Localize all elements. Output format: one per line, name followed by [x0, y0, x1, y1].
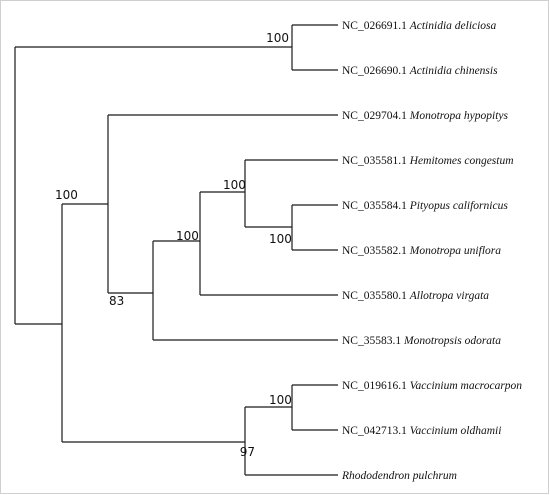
accession: NC_035584.1 [342, 200, 407, 212]
support-pityopus-monotropa: 100 [269, 232, 292, 246]
tip-label: NC_029704.1 Monotropa hypopitys [342, 110, 509, 122]
tip-label: NC_019616.1 Vaccinium macrocarpon [342, 380, 522, 392]
tip-label: NC_35583.1 Monotropsis odorata [342, 335, 501, 347]
accession: NC_042713.1 [342, 425, 407, 437]
species-name: Rhododendron pulchrum [341, 470, 457, 482]
tree-branches [14, 24, 338, 476]
tip-label: NC_035581.1 Hemitomes congestum [342, 155, 514, 167]
tip-labels: NC_026691.1 Actinidia deliciosa NC_02669… [341, 20, 522, 482]
support-values: 100 100 83 100 100 100 100 97 [55, 31, 292, 459]
accession: NC_035581.1 [342, 155, 407, 167]
support-clade-b: 100 [176, 229, 199, 243]
accession: NC_35583.1 [342, 335, 401, 347]
species-name: Hemitomes congestum [409, 155, 514, 167]
species-name: Monotropa hypopitys [409, 110, 509, 122]
tip-label: NC_026691.1 Actinidia deliciosa [342, 20, 497, 32]
species-name: Pityopus californicus [409, 200, 509, 212]
accession: NC_026691.1 [342, 20, 407, 32]
tip-label: NC_026690.1 Actinidia chinensis [342, 65, 498, 77]
support-vaccinium: 100 [269, 393, 292, 407]
species-name: Monotropsis odorata [403, 335, 501, 347]
tip-label: NC_035580.1 Allotropa virgata [342, 290, 489, 302]
species-name: Actinidia deliciosa [409, 20, 497, 32]
accession: NC_026690.1 [342, 65, 407, 77]
accession: NC_035582.1 [342, 245, 407, 257]
species-name: Allotropa virgata [409, 290, 490, 302]
accession: NC_035580.1 [342, 290, 407, 302]
species-name: Monotropa uniflora [409, 245, 502, 257]
support-clade-a: 83 [109, 294, 124, 308]
accession: NC_029704.1 [342, 110, 407, 122]
support-ericaceae-b: 97 [240, 445, 255, 459]
species-name: Vaccinium macrocarpon [410, 380, 523, 392]
tip-label: Rhododendron pulchrum [341, 470, 457, 482]
tip-label: NC_035584.1 Pityopus californicus [342, 200, 508, 212]
species-name: Vaccinium oldhamii [410, 425, 502, 437]
tip-label: NC_042713.1 Vaccinium oldhamii [342, 425, 501, 437]
species-name: Actinidia chinensis [409, 65, 498, 77]
support-monotropoideae: 100 [55, 188, 78, 202]
tip-label: NC_035582.1 Monotropa uniflora [342, 245, 501, 257]
accession: NC_019616.1 [342, 380, 407, 392]
support-clade-c: 100 [223, 178, 246, 192]
support-actinidia: 100 [266, 31, 289, 45]
